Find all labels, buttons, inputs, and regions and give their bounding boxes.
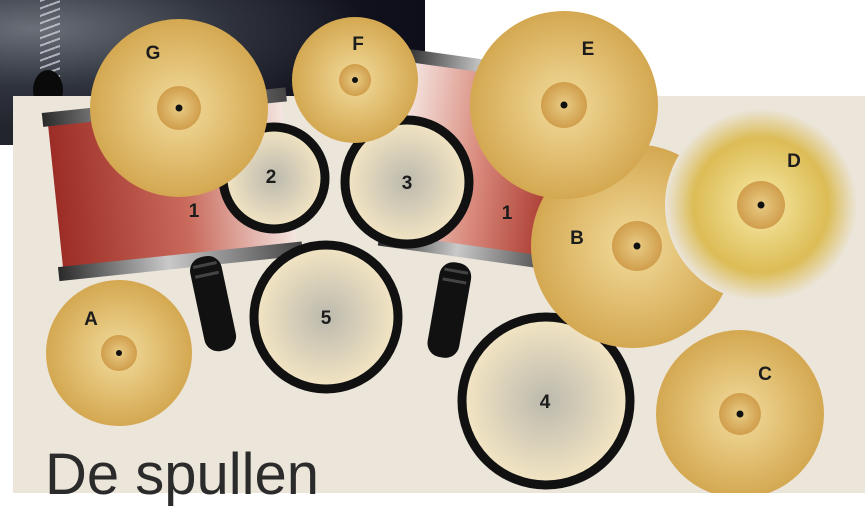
cymbal-f-label: F — [352, 34, 364, 55]
drum-3-label: 3 — [402, 173, 413, 194]
cymbal-a-label: A — [84, 309, 98, 330]
tom-right-label: 1 — [502, 203, 513, 224]
cymbal-c-label: C — [758, 364, 772, 385]
cymbal-g-label: G — [146, 43, 161, 64]
pedal-left — [187, 253, 238, 354]
drum-5-label: 5 — [321, 308, 332, 329]
cymbal-d-label: D — [787, 151, 801, 172]
cymbal-b-label: B — [570, 228, 584, 249]
cymbal-c — [656, 330, 824, 493]
pedal-right — [425, 260, 473, 360]
drum-kit-diagram: 1 1 2 3 5 4 A B — [0, 0, 865, 493]
drum-4-label: 4 — [540, 392, 551, 413]
cymbal-g — [90, 19, 268, 197]
tom-left-label: 1 — [189, 201, 200, 222]
drum-2-label: 2 — [266, 167, 277, 188]
cymbal-a — [46, 280, 192, 426]
cymbal-e-label: E — [582, 39, 595, 60]
cymbal-d — [665, 109, 857, 301]
cymbal-e — [470, 11, 658, 199]
